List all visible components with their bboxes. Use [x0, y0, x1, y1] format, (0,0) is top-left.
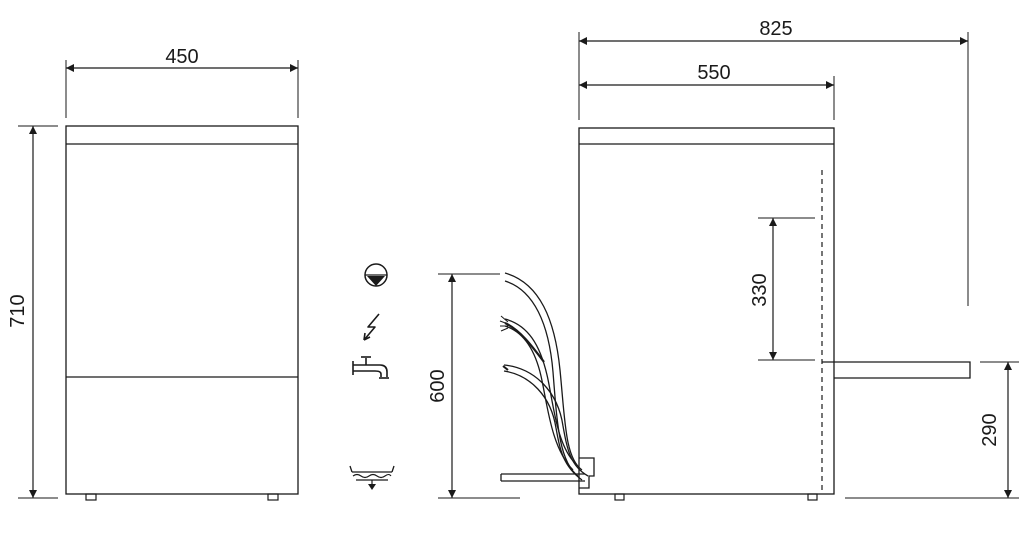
- front-height-label: 710: [7, 294, 29, 327]
- floor-drain-icon: [349, 465, 395, 490]
- connection-height-label: 600: [427, 369, 449, 402]
- dim-front-height: 710: [7, 125, 58, 499]
- dim-door-sill-height: 290: [845, 361, 1019, 499]
- hoses-and-cables: [499, 272, 589, 482]
- side-overall-depth-label: 825: [759, 18, 792, 40]
- side-foot-right: [807, 493, 818, 501]
- front-foot-left: [85, 493, 97, 501]
- water-inlet-tap-icon: [352, 356, 389, 379]
- front-foot-right: [267, 493, 279, 501]
- side-cabinet-outline: [578, 127, 835, 495]
- electric-supply-icon: [363, 313, 380, 341]
- dim-side-overall-depth: 825: [578, 18, 969, 306]
- front-view: [65, 125, 299, 501]
- side-depth-label: 550: [697, 62, 730, 84]
- rear-connection-bracket: [579, 457, 595, 489]
- dim-front-width: 450: [65, 46, 299, 118]
- side-view: [578, 127, 971, 501]
- dim-connection-height: 600: [427, 273, 520, 499]
- open-door-outline: [822, 361, 971, 379]
- front-width-label: 450: [165, 46, 198, 68]
- dim-side-depth: 550: [578, 62, 835, 120]
- drain-icon: [364, 263, 388, 287]
- front-cabinet-outline: [65, 125, 299, 495]
- dim-door-height: 330: [749, 217, 815, 361]
- door-sill-height-label: 290: [979, 413, 1001, 446]
- door-height-label: 330: [749, 273, 771, 306]
- side-foot-left: [614, 493, 625, 501]
